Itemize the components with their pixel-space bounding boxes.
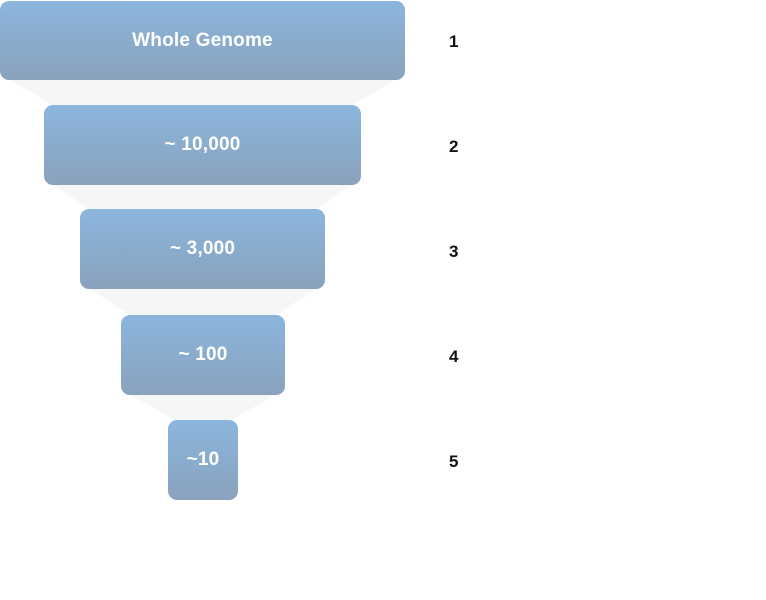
stage-label: ~ 10,000 — [164, 134, 241, 155]
funnel-stage-1: Whole Genome — [0, 1, 405, 80]
step-number-4: 4 — [449, 347, 459, 366]
stage-label: ~10 — [186, 449, 220, 470]
funnel-stage-5: ~10 — [168, 420, 238, 500]
stage-label: ~ 3,000 — [169, 238, 236, 259]
stage-label: Whole Genome — [132, 29, 273, 51]
step-number-1: 1 — [449, 32, 459, 51]
funnel-stage-3: ~ 3,000 — [80, 209, 325, 289]
connector-2-3 — [54, 185, 351, 210]
funnel-stage-4: ~ 100 — [121, 315, 285, 395]
connector-4-5 — [131, 395, 275, 421]
step-number-2: 2 — [449, 137, 459, 156]
connector-1-2 — [10, 80, 395, 106]
connector-3-4 — [90, 289, 315, 316]
funnel-stage-2: ~ 10,000 — [44, 105, 361, 185]
stage-label: ~ 100 — [178, 344, 228, 365]
step-number-3: 3 — [449, 242, 459, 261]
step-number-5: 5 — [449, 452, 459, 471]
